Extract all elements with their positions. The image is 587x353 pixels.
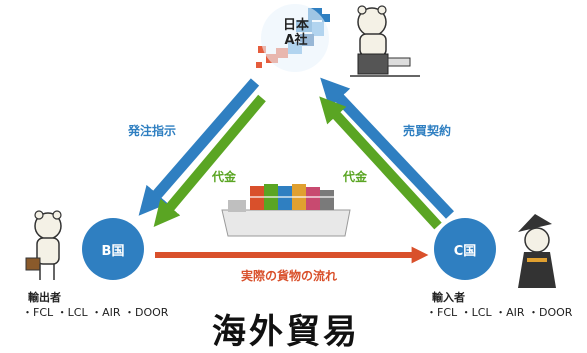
company-line2: A社 (284, 33, 308, 48)
order-arrow (138, 78, 260, 216)
payment-right-arrow (319, 96, 442, 230)
exporter-modes: ・FCL ・LCL ・AIR ・DOOR (22, 306, 169, 319)
page-title: 海外貿易 (212, 312, 360, 352)
company-line1: 日本 (282, 18, 309, 33)
payment-left-label: 代金 (212, 170, 237, 184)
country-b-node: B国 (82, 218, 144, 280)
country-b-label: B国 (101, 243, 125, 259)
bear-desk-illustration (350, 5, 420, 77)
company-circle (261, 4, 329, 72)
country-c-label: C国 (453, 243, 477, 259)
order-label: 発注指示 (128, 124, 177, 138)
exporter-bear-illustration (25, 210, 62, 280)
importer-label: 輸入者 (432, 291, 465, 304)
importer-modes: ・FCL ・LCL ・AIR ・DOOR (426, 306, 573, 319)
cargo-ship-icon (221, 184, 351, 237)
importer-bear-illustration (518, 214, 556, 288)
goods-flow-label: 実際の貨物の流れ (241, 269, 338, 283)
payment-right-label: 代金 (343, 170, 368, 184)
contract-arrow (320, 77, 454, 219)
company-label: 日本 A社 (268, 18, 324, 48)
country-c-node: C国 (434, 218, 496, 280)
payment-left-arrow (153, 94, 266, 227)
exporter-label: 輸出者 (28, 291, 61, 304)
contract-label: 売買契約 (403, 124, 452, 138)
